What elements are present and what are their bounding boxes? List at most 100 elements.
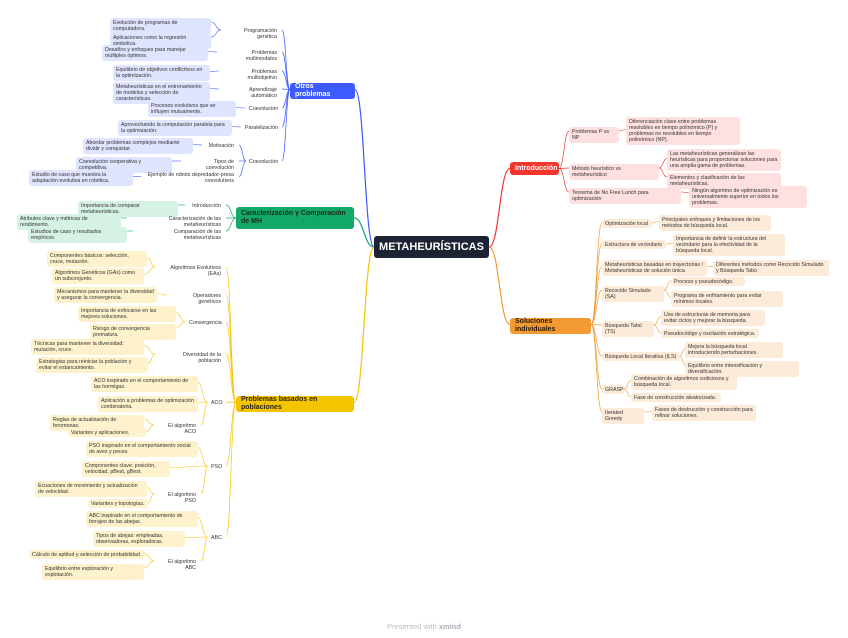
leaf-atributos-clave-y-metricas-de-rendimient[interactable]: Atributos clave y métricas de rendimient… bbox=[17, 214, 121, 230]
subtopic-el-algoritmo-pso[interactable]: El algoritmo PSO bbox=[168, 491, 196, 504]
leaf-aplicacion-a-problemas-de-optimizacion-c[interactable]: Aplicación a problemas de optimización c… bbox=[98, 396, 198, 412]
subtopic-problemas-multiobjetivo[interactable]: Problemas multiobjetivo bbox=[247, 68, 277, 81]
leaf-evolucion-de-programas-de-computadora[interactable]: Evolución de programas de computadora. bbox=[110, 18, 211, 34]
leaf-principales-enfoques-y-limitaciones-de-l[interactable]: Principales enfoques y limitaciones de l… bbox=[659, 215, 771, 231]
subtopic-el-algoritmo-abc[interactable]: El algoritmo ABC bbox=[168, 558, 196, 571]
subtopic-problemas-p-vs-np[interactable]: Problemas P vs NP bbox=[569, 127, 619, 143]
subtopic-grasp[interactable]: GRASP bbox=[602, 385, 624, 395]
subtopic-paralelizacion[interactable]: Paralelización bbox=[245, 124, 278, 131]
leaf-variantes-y-aplicaciones[interactable]: Variantes y aplicaciones. bbox=[68, 428, 146, 438]
branch-connector bbox=[663, 280, 672, 291]
leaf-importancia-de-definir-la-estructura-del[interactable]: Importancia de definir la estructura del… bbox=[673, 234, 785, 256]
subtopic-problemas-multimodales[interactable]: Problemas multimodales bbox=[245, 49, 277, 62]
leaf-estudio-de-caso-que-muestra-la-adaptacio[interactable]: Estudio de caso que muestra la adaptació… bbox=[29, 170, 133, 186]
branch-connector bbox=[209, 88, 220, 90]
leaf-mejora-la-busqueda-local-introduciendo-p[interactable]: Mejora la búsqueda local introduciendo p… bbox=[685, 342, 783, 358]
leaf-estrategias-para-reiniciar-la-poblacion-[interactable]: Estrategias para reiniciar la población … bbox=[36, 357, 148, 373]
leaf-estudios-de-caso-y-resultados-empiricos[interactable]: Estudios de caso y resultados empíricos. bbox=[28, 227, 127, 243]
subtopic-metaheuristicas-basadas-en-trayectorias-[interactable]: Metaheurísticas basadas en trayectorias … bbox=[602, 260, 707, 276]
subtopic-programacion-genetica[interactable]: Programación genética bbox=[244, 27, 277, 40]
leaf-importancia-de-comparar-metaheuristicas[interactable]: Importancia de comparar metaheurísticas. bbox=[78, 201, 178, 217]
leaf-mecanismos-para-mantener-la-diversidad-y[interactable]: Mecanismos para mantener la diversidad y… bbox=[54, 287, 157, 303]
leaf-riesgo-de-convergencia-prematura[interactable]: Riesgo de convergencia prematura. bbox=[90, 324, 176, 340]
branch-connector bbox=[147, 493, 155, 504]
subtopic-comparacion-de-las-metaheuristicas[interactable]: Comparación de las metaheurísticas bbox=[173, 228, 221, 241]
subtopic-abc[interactable]: ABC bbox=[211, 534, 222, 541]
footer-prefix: Presented with bbox=[387, 622, 437, 631]
branch-connector bbox=[197, 517, 208, 538]
subtopic-metodo-heuristico-vs-metaheuristico[interactable]: Método heurístico vs metaheurístico bbox=[569, 164, 659, 180]
leaf-uso-de-estructuras-de-memoria-para-evita[interactable]: Uso de estructuras de memoria para evita… bbox=[661, 310, 765, 326]
leaf-algoritmos-geneticos-gas-como-un-subconj[interactable]: Algoritmos Genéticos (GAs) como un subco… bbox=[52, 268, 144, 284]
leaf-diferentes-metodos-como-recocido-simulad[interactable]: Diferentes métodos como Recocido Simulad… bbox=[713, 260, 829, 276]
subtopic-pso[interactable]: PSO bbox=[211, 463, 223, 470]
leaf-programa-de-enfriamiento-para-evitar-min[interactable]: Programa de enfriamiento para evitar mín… bbox=[671, 291, 783, 307]
main-problemas-basados-en-poblaciones[interactable]: Problemas basados en poblaciones bbox=[236, 396, 354, 412]
leaf-ningun-algoritmo-de-optimizacion-es-univ[interactable]: Ningún algoritmo de optimización es univ… bbox=[689, 186, 807, 208]
main-introduccion[interactable]: Introducción bbox=[510, 162, 559, 175]
subtopic-aprendizaje-automatico[interactable]: Aprendizaje automático bbox=[249, 86, 277, 99]
main-otros-problemas[interactable]: Otros problemas bbox=[290, 83, 355, 99]
subtopic-algoritmos-evolutivos-eas[interactable]: Algoritmos Evolutivos (EAs) bbox=[170, 264, 221, 277]
subtopic-coevolucion[interactable]: Coevolución bbox=[249, 158, 279, 165]
leaf-equilibrio-entre-intensificacion-y-diver[interactable]: Equilibrio entre intensificación y diver… bbox=[685, 361, 799, 377]
subtopic-iterated-greedy[interactable]: Iterated Greedy bbox=[602, 408, 644, 424]
subtopic-optimizacion-local[interactable]: Optimización local bbox=[602, 219, 652, 229]
leaf-metaheuristicas-en-el-entrenamiento-de-m[interactable]: Metaheurísticas en el entrenamiento de m… bbox=[113, 82, 210, 104]
branch-connector bbox=[558, 167, 570, 169]
leaf-pso-inspirado-en-el-comportamiento-socia[interactable]: PSO inspirado en el comportamiento socia… bbox=[86, 441, 198, 457]
root-topic[interactable]: METAHEURÍSTICAS bbox=[374, 236, 489, 258]
branch-connector bbox=[590, 289, 603, 325]
leaf-abc-inspirado-en-el-comportamiento-de-fo[interactable]: ABC inspirado en el comportamiento de fo… bbox=[86, 511, 198, 527]
leaf-variantes-y-topologias[interactable]: Variantes y topologías. bbox=[88, 499, 148, 509]
leaf-proceso-y-pseudocodigo[interactable]: Proceso y pseudocódigo. bbox=[671, 277, 745, 287]
subtopic-teorema-de-no-free-lunch-para-optimizaci[interactable]: Teorema de No Free Lunch para optimizaci… bbox=[569, 188, 681, 204]
branch-connector bbox=[147, 353, 156, 364]
branch-connector bbox=[238, 144, 247, 162]
leaf-equilibrio-entre-exploracion-y-explotaci[interactable]: Equilibrio entre exploración y explotaci… bbox=[42, 564, 144, 580]
main-soluciones-individuales[interactable]: Soluciones individuales bbox=[510, 318, 591, 334]
leaf-calculo-de-aptitud-y-seleccion-de-probab[interactable]: Cálculo de aptitud y selección de probab… bbox=[29, 550, 145, 560]
leaf-tecnicas-para-mantener-la-diversidad-mut[interactable]: Técnicas para mantener la diversidad: mu… bbox=[31, 339, 144, 355]
branch-connector bbox=[210, 21, 222, 31]
subtopic-coevolucion[interactable]: Coevolución bbox=[249, 105, 279, 112]
leaf-equilibrio-de-objetivos-conflictivos-en-[interactable]: Equilibrio de objetivos conflictivos en … bbox=[113, 65, 210, 81]
subtopic-operadores-geneticos[interactable]: Operadores genéticos bbox=[193, 292, 221, 305]
leaf-importancia-de-enfocarse-en-las-mejores-[interactable]: Importancia de enfocarse en las mejores … bbox=[78, 306, 176, 322]
main-caracterizacion-y-comparacion-de-mh[interactable]: Caracterización y Comparación de MH bbox=[236, 207, 354, 229]
leaf-diferenciacion-clave-entre-problemas-res[interactable]: Diferenciación clave entre problemas res… bbox=[626, 117, 740, 146]
branch-connector bbox=[146, 487, 155, 495]
subtopic-introduccion[interactable]: Introducción bbox=[192, 202, 221, 209]
subtopic-convergencia[interactable]: Convergencia bbox=[189, 319, 222, 326]
leaf-componentes-basicos-seleccion-cruce-muta[interactable]: Componentes básicos: selección, cruce, m… bbox=[47, 251, 147, 267]
subtopic-recocido-simulado-sa[interactable]: Recocido Simulado (SA) bbox=[602, 286, 664, 302]
leaf-las-metaheuristicas-generalizan-las-heur[interactable]: Las metaheurísticas generalizan las heur… bbox=[667, 149, 781, 171]
leaf-desafios-y-enfoques-para-manejar-multipl[interactable]: Desafíos y enfoques para manejar múltipl… bbox=[102, 45, 208, 61]
leaf-pseudocodigo-y-oscilacion-estrategica[interactable]: Pseudocódigo y oscilación estratégica. bbox=[661, 329, 759, 339]
leaf-ecuaciones-de-movimiento-y-actualizacion[interactable]: Ecuaciones de movimiento y actualización… bbox=[35, 481, 147, 497]
branch-connector bbox=[643, 411, 653, 413]
leaf-reglas-de-actualizacion-de-feromonas[interactable]: Reglas de actualización de feromonas. bbox=[50, 415, 144, 431]
leaf-combinacion-de-algoritmos-codiciosos-y-b[interactable]: Combinación de algoritmos codiciosos y b… bbox=[631, 374, 737, 390]
leaf-procesos-evolutivos-que-se-influyen-mutu[interactable]: Procesos evolutivos que se influyen mutu… bbox=[148, 101, 236, 117]
leaf-fase-de-construccion-aleatorizada[interactable]: Fase de construcción aleatorizada. bbox=[631, 393, 721, 403]
leaf-componentes-clave-posicion-velocidad-pbe[interactable]: Componentes clave: posición, velocidad, … bbox=[82, 461, 170, 477]
leaf-fases-de-destruccion-y-construccion-para[interactable]: Fases de destrucción y construcción para… bbox=[652, 405, 756, 421]
subtopic-caracterizacion-de-las-metaheuristicas[interactable]: Caracterización de las metaheurísticas bbox=[168, 215, 221, 228]
subtopic-tipos-de-coevolucion[interactable]: Tipos de coevolución bbox=[206, 158, 234, 171]
leaf-elementos-y-clasificacion-de-las-metaheu[interactable]: Elementos y clasificación de las metaheu… bbox=[667, 173, 781, 189]
leaf-aprovechando-la-computacion-paralela-par[interactable]: Aprovechando la computación paralela par… bbox=[118, 120, 232, 136]
subtopic-busqueda-local-iterativa-ils[interactable]: Búsqueda Local Iterativa (ILS) bbox=[602, 352, 680, 362]
leaf-aplicaciones-como-la-regresion-simbolica[interactable]: Aplicaciones como la regresión simbólica… bbox=[110, 33, 211, 49]
leaf-coevolucion-cooperativa-y-competitiva[interactable]: Coevolución cooperativa y competitiva. bbox=[76, 157, 172, 173]
subtopic-motivacion[interactable]: Motivación bbox=[208, 142, 234, 149]
subtopic-ejemplo-de-robots-depredador-presa-coevo[interactable]: Ejemplo de robots depredador-presa coevo… bbox=[147, 171, 234, 184]
subtopic-diversidad-de-la-poblacion[interactable]: Diversidad de la población bbox=[183, 351, 221, 364]
leaf-abordar-problemas-complejos-mediante-div[interactable]: Abordar problemas complejos mediante div… bbox=[83, 138, 193, 154]
subtopic-aco[interactable]: ACO bbox=[211, 399, 223, 406]
subtopic-busqueda-tabu-ts[interactable]: Búsqueda Tabú (TS) bbox=[602, 321, 654, 337]
leaf-aco-inspirado-en-el-comportamiento-de-la[interactable]: ACO inspirado en el comportamiento de la… bbox=[91, 376, 198, 392]
subtopic-el-algoritmo-aco[interactable]: El algoritmo ACO bbox=[168, 422, 196, 435]
leaf-tipos-de-abejas-empleadas-observadoras-e[interactable]: Tipos de abejas: empleadas, observadoras… bbox=[93, 531, 185, 547]
subtopic-estructura-de-vecindario[interactable]: Estructura de vecindario bbox=[602, 240, 666, 250]
